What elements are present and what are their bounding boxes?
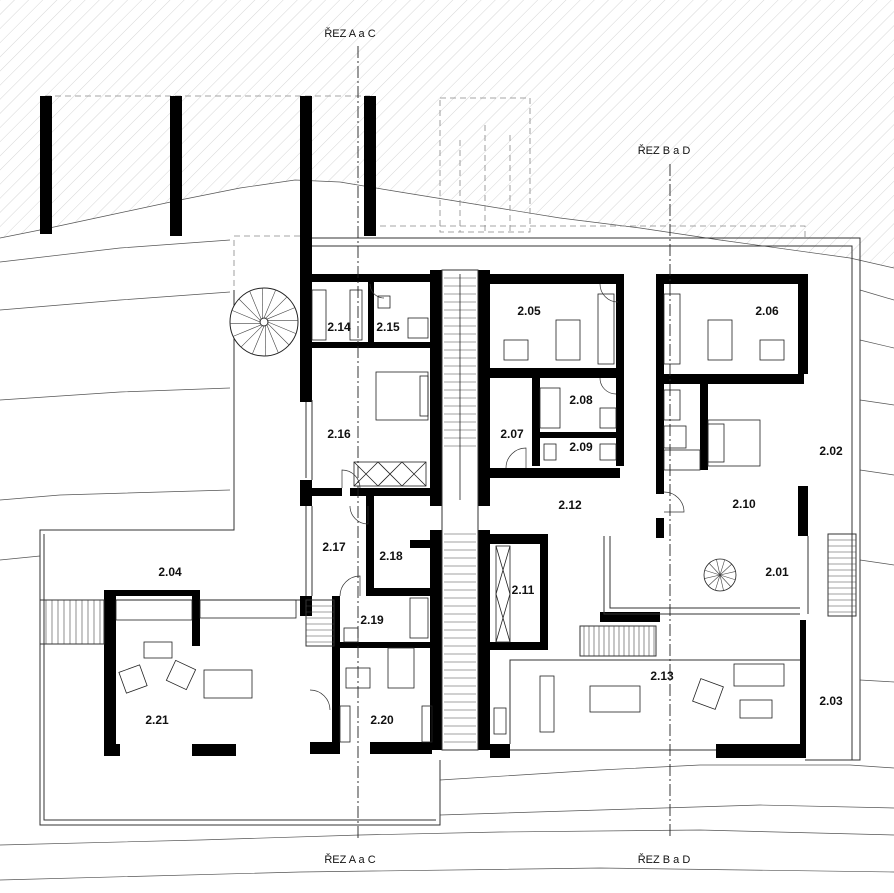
room-label: 2.15 bbox=[376, 320, 400, 334]
room-label: 2.09 bbox=[569, 440, 593, 454]
room-label: 2.02 bbox=[819, 444, 843, 458]
furniture bbox=[115, 289, 785, 743]
door-swings bbox=[309, 283, 685, 711]
room-label: 2.17 bbox=[322, 540, 346, 554]
terrain-hatch bbox=[0, 0, 894, 268]
room-label: 2.04 bbox=[158, 565, 182, 579]
section-a-c-top: ŘEZ A a C bbox=[324, 27, 375, 40]
room-label: 2.05 bbox=[517, 304, 541, 318]
room-label: 2.19 bbox=[360, 613, 384, 627]
dashed-outlines bbox=[45, 95, 806, 290]
room-label: 2.08 bbox=[569, 393, 593, 407]
room-label: 2.13 bbox=[650, 669, 674, 683]
room-label: 2.10 bbox=[732, 497, 756, 511]
room-label: 2.21 bbox=[145, 713, 169, 727]
terrace-outline bbox=[39, 237, 861, 826]
section-b-d-bottom: ŘEZ B a D bbox=[638, 853, 691, 866]
exterior-steps bbox=[39, 533, 857, 657]
room-label: 2.14 bbox=[327, 320, 351, 334]
room-label: 2.18 bbox=[379, 549, 403, 563]
walls bbox=[104, 268, 808, 758]
central-stair bbox=[441, 269, 479, 751]
spiral-stair-west bbox=[229, 287, 299, 357]
room-label: 2.20 bbox=[370, 713, 394, 727]
room-label: 2.03 bbox=[819, 694, 843, 708]
spiral-stair-central bbox=[703, 558, 737, 592]
room-label: 2.12 bbox=[558, 498, 582, 512]
section-b-d-top: ŘEZ B a D bbox=[638, 144, 691, 157]
section-axes bbox=[357, 46, 671, 838]
section-labels: ŘEZ A a C ŘEZ A a C ŘEZ B a D ŘEZ B a D bbox=[324, 27, 690, 866]
section-a-c-bottom: ŘEZ A a C bbox=[324, 853, 375, 866]
room-label: 2.16 bbox=[327, 427, 351, 441]
room-label: 2.01 bbox=[765, 565, 789, 579]
room-label: 2.06 bbox=[755, 304, 779, 318]
room-label: 2.07 bbox=[500, 427, 524, 441]
pergola-posts bbox=[40, 96, 376, 268]
room-label: 2.11 bbox=[512, 583, 535, 597]
room-labels: 2.01 2.02 2.03 2.04 2.05 2.06 2.07 2.08 … bbox=[145, 304, 843, 727]
